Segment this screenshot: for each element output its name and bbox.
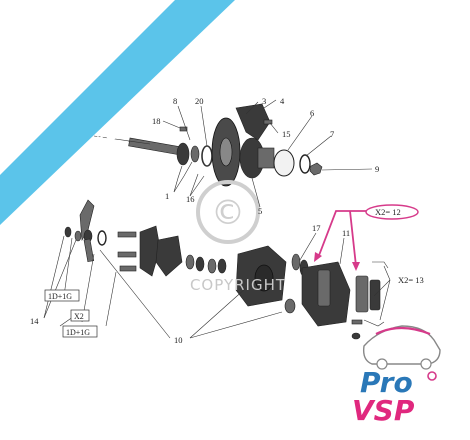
- highlight-arrow-1: [317, 210, 366, 259]
- caliper-piston: [254, 264, 274, 292]
- brake-pad-2: [355, 275, 369, 313]
- highlight-arrow-2: [349, 210, 357, 267]
- brake-pad-1: [317, 269, 331, 307]
- upper-assembly: [127, 103, 323, 187]
- quantity-labels: X2= 12 X2= 13 1D+1G X2 1D+1G: [44, 204, 424, 338]
- svg-text:X2: X2: [74, 312, 84, 321]
- box-1d1g-bottom: [62, 325, 98, 338]
- seal-20: [201, 145, 213, 167]
- stub-axle: [128, 137, 185, 156]
- callout-15: 15: [282, 129, 291, 139]
- box-x2: [70, 309, 90, 322]
- knuckle-flange: [176, 142, 190, 166]
- website-banner: pro-piece-vsp.com: [0, 0, 235, 225]
- callout-3: 3: [262, 96, 266, 106]
- copyright-symbol: ©: [211, 193, 245, 233]
- bolt-b: [117, 251, 137, 258]
- highlight-ellipse: [365, 204, 419, 220]
- callout-numbers: 2 8 20 3 4 18 15 6 7 9 1 16 5 17 11 10 1…: [30, 96, 379, 345]
- hub-nut: [309, 162, 323, 176]
- screw-15: [263, 119, 273, 125]
- leader-lines: [43, 99, 391, 339]
- svg-text:1D+1G: 1D+1G: [48, 292, 72, 301]
- callout-18: 18: [152, 116, 161, 126]
- pad-clip-top: [372, 261, 389, 269]
- callout-17: 17: [312, 223, 321, 233]
- callout-8: 8: [173, 96, 177, 106]
- callout-1: 1: [165, 191, 169, 201]
- callout-16: 16: [186, 194, 195, 204]
- callout-7: 7: [330, 129, 334, 139]
- callout-6: 6: [310, 108, 314, 118]
- bleed-bracket: [79, 199, 95, 241]
- guide-pin-left: [83, 238, 95, 263]
- callout-14: 14: [30, 316, 39, 326]
- washer-8: [190, 145, 200, 163]
- lower-assembly: [64, 199, 389, 340]
- callout-20: 20: [195, 96, 204, 106]
- logo-line2: VSP: [352, 394, 415, 427]
- bolt-a: [117, 231, 137, 238]
- callout-9: 9: [375, 164, 379, 174]
- callout-11: 11: [342, 228, 350, 238]
- backing-plate: [235, 103, 271, 141]
- provsp-logo: Pro VSP: [352, 325, 441, 427]
- svg-text:1D+1G: 1D+1G: [66, 328, 90, 337]
- callout-10: 10: [174, 335, 183, 345]
- bearing: [273, 149, 295, 177]
- car-outline-icon: [362, 325, 441, 365]
- screw-18: [179, 126, 188, 132]
- callout-5: 5: [258, 206, 262, 216]
- pad-clip-bottom: [363, 319, 385, 327]
- callout-4: 4: [280, 96, 285, 106]
- bolt-c: [119, 265, 137, 272]
- copyright-watermark: © COPYRIGHT: [190, 180, 286, 294]
- copyright-text: COPYRIGHT: [190, 276, 286, 294]
- box-1d1g-top: [44, 289, 80, 302]
- label-x2-13: X2= 13: [398, 275, 424, 285]
- banner-band: [0, 0, 235, 225]
- logo-line1: Pro: [360, 366, 413, 399]
- label-x2-12: X2= 12: [375, 207, 401, 217]
- circlip: [299, 154, 311, 174]
